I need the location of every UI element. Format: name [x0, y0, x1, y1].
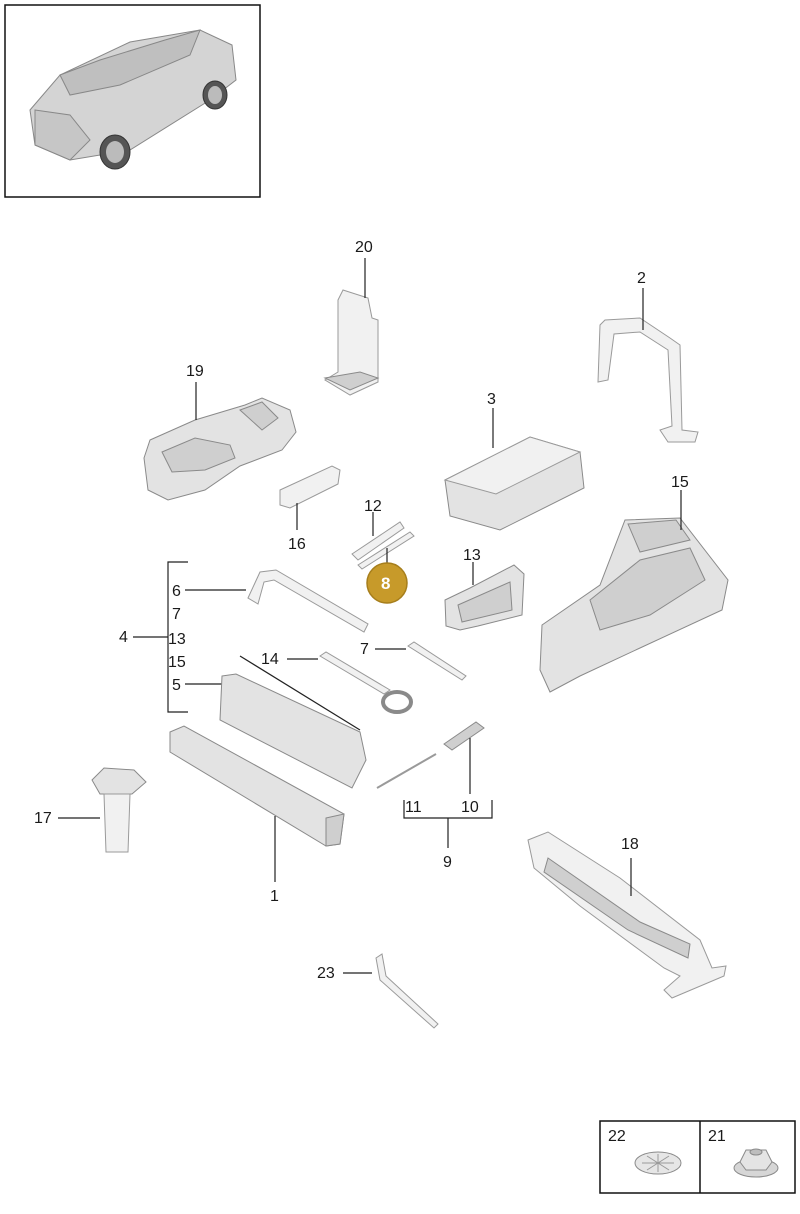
callout-20: 20 — [355, 239, 373, 256]
hex-nut-icon — [733, 1148, 779, 1178]
part-7-pin: 7 — [360, 641, 467, 681]
part-1-bar: 1 — [169, 725, 345, 905]
part-23-hook: 23 — [317, 953, 439, 1029]
group-4-bracket: 4 6 7 13 15 5 — [119, 561, 246, 713]
part-10-screwdriver: 10 — [443, 721, 485, 816]
part-11-blade: 11 — [376, 753, 437, 816]
callout-16: 16 — [288, 536, 306, 553]
part-19-tool-tray: 19 — [143, 363, 297, 501]
part-15-foam-tray: 15 — [539, 474, 729, 693]
part-12-wrench: 12 — [351, 498, 415, 570]
callout-14: 14 — [261, 651, 279, 668]
callout-11: 11 — [405, 799, 422, 816]
part-5-foam-block — [219, 655, 367, 789]
callout-6: 6 — [172, 583, 181, 600]
callout-8: 8 — [381, 574, 390, 593]
callout-15-group: 15 — [168, 654, 186, 671]
callout-18: 18 — [621, 836, 639, 853]
callout-9: 9 — [443, 854, 452, 871]
callout-1: 1 — [270, 888, 279, 905]
callout-17: 17 — [34, 810, 52, 827]
part-14-tow-eye: 14 — [261, 651, 413, 714]
callout-12: 12 — [364, 498, 382, 515]
callout-7-group: 7 — [172, 606, 181, 623]
callout-4: 4 — [119, 629, 128, 646]
part-18-jack: 18 — [527, 831, 727, 999]
part-6-wheel-brace — [247, 569, 369, 633]
fastener-inset: 22 21 — [599, 1120, 796, 1194]
callout-22: 22 — [608, 1128, 626, 1145]
callout-13-right: 13 — [463, 547, 481, 564]
part-16-clip: 16 — [279, 465, 341, 553]
callout-13-group: 13 — [168, 631, 186, 648]
callout-10: 10 — [461, 799, 479, 816]
clip-nut-icon — [634, 1151, 682, 1175]
callout-7-right: 7 — [360, 641, 369, 658]
highlighted-callout-8[interactable]: 8 — [366, 562, 408, 604]
vehicle-thumbnail — [4, 4, 261, 198]
callout-23: 23 — [317, 965, 335, 982]
callout-21: 21 — [708, 1128, 726, 1145]
callout-5: 5 — [172, 677, 181, 694]
callout-2: 2 — [637, 270, 646, 287]
group-9-bracket: 9 — [403, 800, 493, 871]
callout-3: 3 — [487, 391, 496, 408]
part-13-bracket: 13 — [444, 547, 525, 631]
part-20-strap-bracket: 20 — [323, 239, 380, 396]
car-icon — [29, 29, 237, 170]
part-3-pad: 3 — [443, 391, 585, 531]
part-2-strap: 2 — [597, 270, 699, 443]
part-17-wing-bolt: 17 — [34, 767, 147, 853]
callout-19: 19 — [186, 363, 204, 380]
callout-15-right: 15 — [671, 474, 689, 491]
